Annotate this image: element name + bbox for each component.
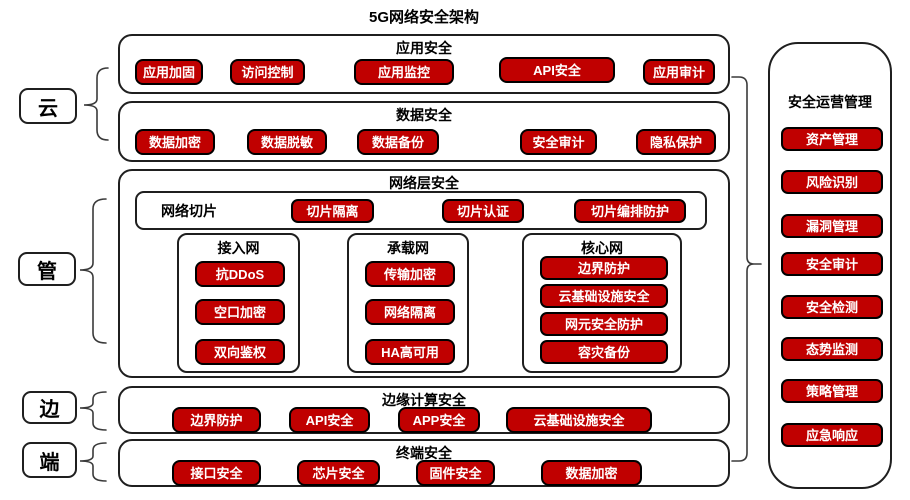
- label-box-pipe: 管: [18, 252, 76, 286]
- security-node: 隐私保护: [636, 129, 716, 155]
- security-node: 漏洞管理: [781, 214, 883, 238]
- panel-network-layer-security: 网络层安全 网络切片 切片隔离 切片认证 切片编排防护 接入网 抗DDoS 空口…: [118, 169, 730, 378]
- edge-brace: [79, 391, 107, 431]
- subnet-title: 核心网: [581, 240, 623, 256]
- security-node: 边界防护: [540, 256, 668, 280]
- security-node: 安全检测: [781, 295, 883, 319]
- security-node: API安全: [499, 57, 615, 83]
- security-node: 数据备份: [357, 129, 439, 155]
- security-node: 应用加固: [135, 59, 203, 85]
- subnet-title: 承载网: [387, 240, 429, 256]
- panel-title: 数据安全: [396, 107, 452, 123]
- panel-title: 终端安全: [396, 445, 452, 461]
- security-node: 切片编排防护: [574, 199, 686, 223]
- security-node: 网元安全防护: [540, 312, 668, 336]
- security-node: 云基础设施安全: [506, 407, 652, 433]
- security-node: 切片隔离: [291, 199, 374, 223]
- panel-title: 网络层安全: [389, 175, 459, 191]
- security-node: 传输加密: [365, 261, 455, 287]
- security-node: 数据加密: [135, 129, 215, 155]
- security-node: 应用审计: [643, 59, 715, 85]
- security-node: 安全审计: [520, 129, 597, 155]
- label-box-cloud: 云: [19, 88, 77, 124]
- security-node: 接口安全: [172, 460, 261, 486]
- pipe-brace: [79, 198, 107, 344]
- security-node: 云基础设施安全: [540, 284, 668, 308]
- security-node: 安全审计: [781, 252, 883, 276]
- security-node: 数据加密: [541, 460, 642, 486]
- subnet-bearer-network: 承载网 传输加密 网络隔离 HA高可用: [347, 233, 469, 373]
- security-node: 态势监测: [781, 337, 883, 361]
- panel-title: 边缘计算安全: [382, 392, 466, 408]
- label-edge: 边: [39, 399, 60, 421]
- diagram-title: 5G网络安全架构: [368, 9, 479, 26]
- subnet-access-network: 接入网 抗DDoS 空口加密 双向鉴权: [177, 233, 300, 373]
- security-node: 应用监控: [354, 59, 454, 85]
- security-node: 固件安全: [416, 460, 495, 486]
- panel-data-security: 数据安全 数据加密 数据脱敏 数据备份 安全审计 隐私保护: [118, 101, 730, 162]
- panel-security-operations: 安全运营管理 资产管理 风险识别 漏洞管理 安全审计 安全检测 态势监测 策略管…: [768, 42, 892, 489]
- panel-application-security: 应用安全 应用加固 访问控制 应用监控 API安全 应用审计: [118, 34, 730, 94]
- panel-title: 应用安全: [396, 40, 452, 56]
- subnet-title: 接入网: [217, 240, 260, 256]
- security-node: 空口加密: [195, 299, 285, 325]
- security-node: API安全: [289, 407, 370, 433]
- security-node: 双向鉴权: [195, 339, 285, 365]
- subnet-core-network: 核心网 边界防护 云基础设施安全 网元安全防护 容灾备份: [522, 233, 682, 373]
- security-node: 应急响应: [781, 423, 883, 447]
- security-node: 资产管理: [781, 127, 883, 151]
- panel-edge-computing-security: 边缘计算安全 边界防护 API安全 APP安全 云基础设施安全: [118, 386, 730, 434]
- security-node: 容灾备份: [540, 340, 668, 364]
- security-node: 网络隔离: [365, 299, 455, 325]
- label-cloud: 云: [38, 97, 58, 120]
- cloud-brace: [83, 67, 109, 141]
- network-slice-box: 网络切片 切片隔离 切片认证 切片编排防护: [135, 191, 707, 230]
- label-box-edge: 边: [22, 391, 77, 424]
- security-node: 策略管理: [781, 379, 883, 403]
- security-node: APP安全: [398, 407, 480, 433]
- network-slice-label: 网络切片: [161, 202, 217, 219]
- security-node: 数据脱敏: [247, 129, 327, 155]
- security-node: 切片认证: [442, 199, 524, 223]
- panel-title: 安全运营管理: [788, 94, 872, 110]
- security-node: 访问控制: [230, 59, 305, 85]
- security-node: 抗DDoS: [195, 261, 285, 287]
- label-terminal: 端: [39, 451, 60, 474]
- label-pipe: 管: [37, 260, 57, 283]
- terminal-brace: [79, 442, 107, 482]
- security-node: 芯片安全: [297, 460, 380, 486]
- panel-terminal-security: 终端安全 接口安全 芯片安全 固件安全 数据加密: [118, 439, 730, 487]
- security-node: 边界防护: [172, 407, 261, 433]
- right-bracket: [731, 76, 762, 462]
- label-box-terminal: 端: [22, 442, 77, 478]
- security-node: HA高可用: [365, 339, 455, 365]
- security-node: 风险识别: [781, 170, 883, 194]
